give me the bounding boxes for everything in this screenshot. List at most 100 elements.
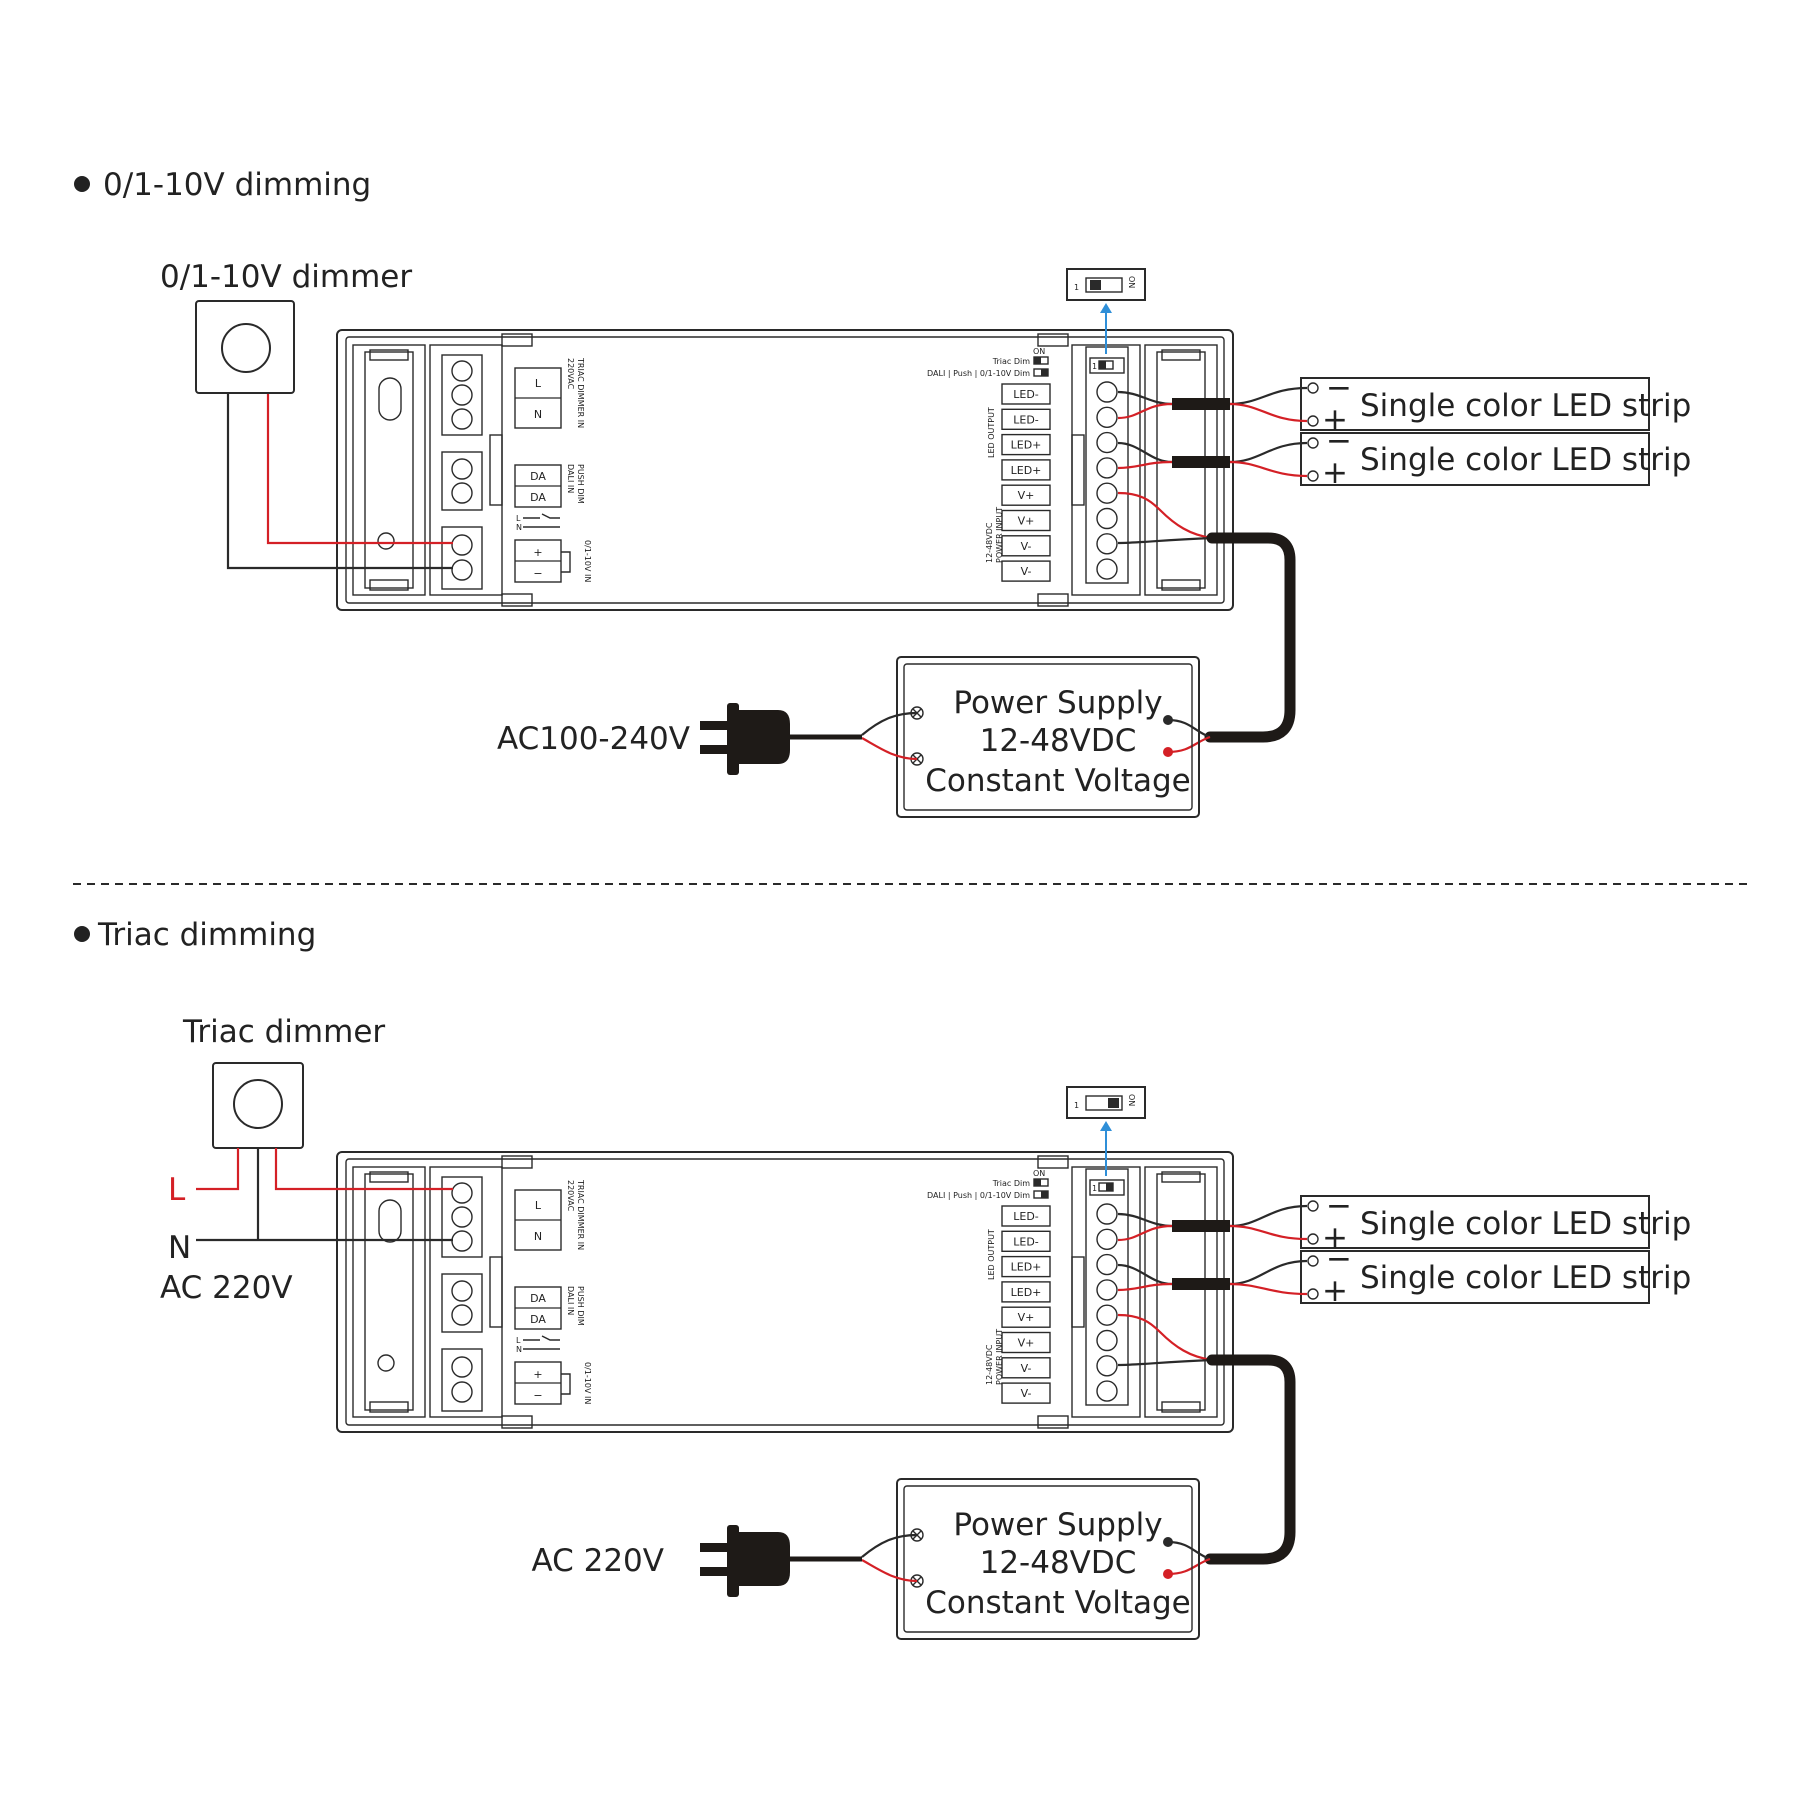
led-strip-label: Single color LED strip [1360,442,1691,478]
push-n: N [516,523,522,532]
dali-input-terminal [441,451,483,511]
output-term-box [1001,459,1051,481]
output-terminal-block: 1 [1085,1168,1129,1406]
mode-switch-area: ON Triac Dim DALI | Push | 0/1-10V Dim [927,347,1049,378]
output-term-label: V- [1021,565,1032,578]
mains-line-wire [196,1148,240,1191]
output-screw [1096,1380,1118,1402]
dip-one: 1 [1092,1184,1097,1193]
push-l: L [516,514,521,523]
output-term-box [1001,1357,1051,1379]
led-strip-2: Single color LED strip − + [1300,1241,1691,1309]
output-term-box [1001,383,1051,405]
analog-term-labels: + − 0/1-10V IN [514,539,592,583]
ac-input-label: AC100-240V [497,721,690,757]
led-strip-1: Single color LED strip − + [1300,1188,1691,1256]
psu-line-3: Constant Voltage [925,1585,1191,1621]
led-strip-label: Single color LED strip [1360,1260,1691,1296]
output-term-box [1001,1205,1051,1227]
triac-dim-label: Triac Dim [992,357,1030,366]
driver-unit [336,1151,1234,1433]
term-da-1: DA [530,1292,546,1305]
term-plus: + [533,1368,542,1381]
power-input-label: POWER INPUT [995,507,1004,563]
section-heading: Triac dimming [97,917,316,953]
output-term-box [1001,1281,1051,1303]
dimmer-label: 0/1-10V dimmer [160,259,412,295]
analog-input-terminal [441,1348,483,1412]
ac-plug-icon [700,1525,790,1597]
led-strip-2: Single color LED strip − + [1300,423,1691,491]
power-cable [1204,1354,1296,1565]
dimmer-wire-minus [226,394,453,570]
term-n: N [534,408,542,421]
push-switch-icon [523,1335,560,1350]
output-term-label: V- [1021,540,1032,553]
dali-term-labels: DA DA PUSH DIM DALI IN L N [514,1286,585,1354]
output-term-label: V- [1021,1362,1032,1375]
output-terminal-block: 1 [1085,346,1129,584]
output-term-box [1001,1230,1051,1253]
push-n: N [516,1345,522,1354]
dimmer-label: Triac dimmer [182,1014,385,1050]
line-label: L [168,1172,186,1208]
triac-title: TRIAC DIMMER IN [576,357,585,428]
output-term-label: V+ [1018,515,1035,528]
output-term-label: V+ [1018,489,1035,502]
output-term-label: LED- [1013,413,1039,426]
push-l: L [516,1336,521,1345]
output-screw [1096,482,1118,504]
output-term-box [1001,560,1051,582]
strip-minus: − [1326,1188,1352,1224]
mode-switch-area: ON Triac Dim DALI | Push | 0/1-10V Dim [927,1169,1049,1200]
dali-input-terminal [441,1273,483,1333]
triac-input-terminal [441,354,483,436]
triac-sub: 220VAC [566,358,575,390]
output-term-label: V- [1021,1387,1032,1400]
output-screw [1096,1355,1118,1377]
mains-label: AC 220V [160,1270,293,1306]
output-term-box [1001,433,1051,456]
output-term-box [1001,509,1051,532]
led-strip-label: Single color LED strip [1360,1206,1691,1242]
dip-zoom-one: 1 [1074,283,1079,292]
section-bullet [74,176,90,192]
term-n: N [534,1230,542,1243]
output-term-label: LED+ [1011,464,1042,477]
dip-zoom-one: 1 [1074,1101,1079,1110]
neutral-label: N [168,1230,191,1266]
output-term-box [1001,408,1051,430]
output-screw [1096,533,1118,555]
section-triac-dimming: Triac dimming Triac dimmer L N AC 220V [74,917,1691,1640]
output-term-box [1001,484,1051,506]
output-screw [1096,1279,1118,1301]
dip-one: 1 [1092,362,1097,371]
triac-sub: 220VAC [566,1180,575,1212]
output-term-box [1001,1306,1051,1328]
switch-on: ON [1033,1169,1045,1178]
section-bullet [74,926,90,942]
dimmer-knob-icon [212,1062,304,1149]
output-term-label: LED+ [1011,439,1042,452]
mode-label: DALI | Push | 0/1-10V Dim [927,369,1030,378]
dimmed-line-wire [274,1148,453,1191]
driver-unit [336,329,1234,611]
dali-sub: DALI IN [566,464,575,493]
psu-line-3: Constant Voltage [925,763,1191,799]
term-da-1: DA [530,470,546,483]
term-l: L [535,377,542,390]
output-term-label: LED- [1013,1235,1039,1248]
analog-title: 0/1-10V IN [583,1362,592,1404]
led-strip-1: Single color LED strip − + [1300,370,1691,438]
analog-title: 0/1-10V IN [583,540,592,582]
term-da-2: DA [530,1313,546,1326]
output-term-label: LED- [1013,1210,1039,1223]
triac-dim-label: Triac Dim [992,1179,1030,1188]
output-screw [1096,381,1118,403]
power-supply: Power Supply 12-48VDC Constant Voltage [896,1478,1200,1640]
section-0-10v-dimming: 0/1-10V dimming 0/1-10V dimmer [74,167,1691,818]
output-term-labels: LED-LED-LED+LED+V+V+V-V- [1001,383,1051,582]
led-output-label: LED OUTPUT [987,407,996,458]
triac-term-labels: L N TRIAC DIMMER IN 220VAC [514,1179,585,1251]
